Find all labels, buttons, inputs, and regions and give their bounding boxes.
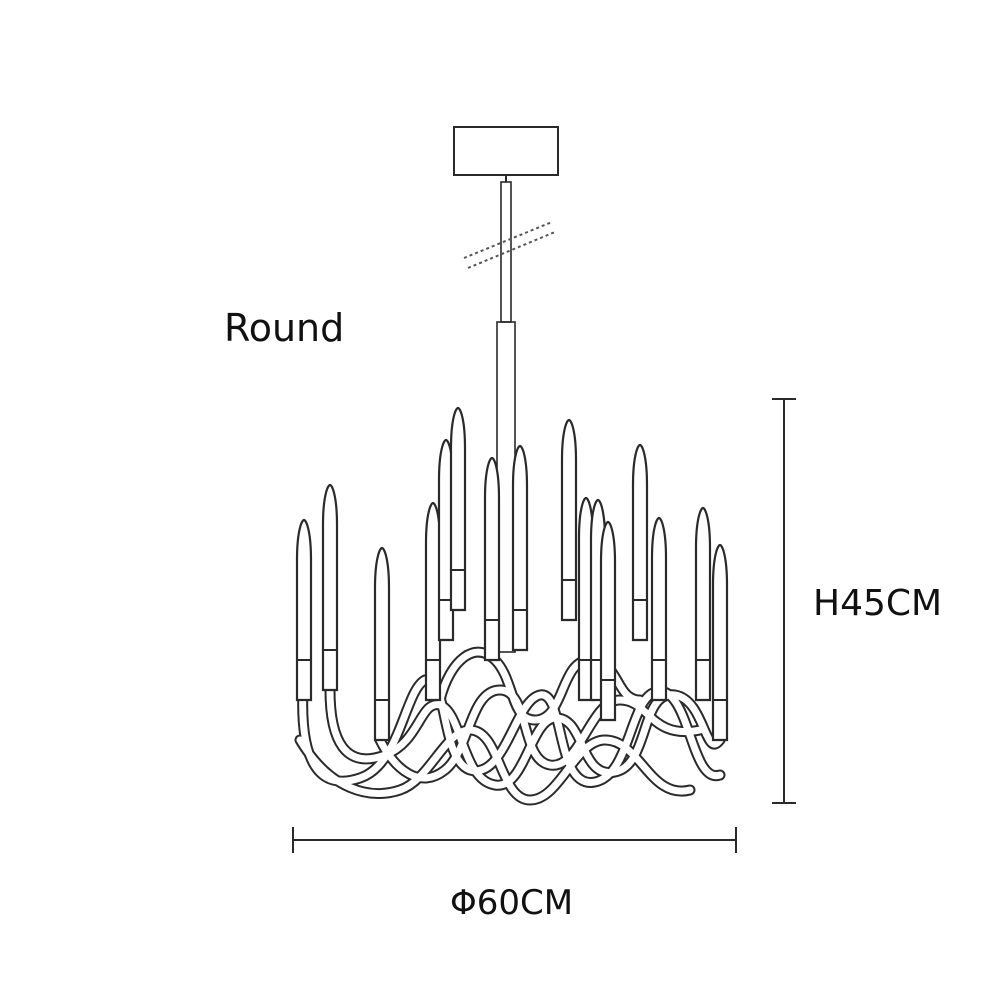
candle-tubes bbox=[295, 406, 729, 742]
shape-type-label: Round bbox=[224, 306, 345, 350]
candle-tube bbox=[650, 516, 668, 702]
candle-tube bbox=[483, 456, 501, 662]
candle-tube bbox=[321, 483, 339, 692]
diameter-dimension-line bbox=[292, 827, 737, 853]
candle-tube bbox=[511, 444, 529, 652]
arm-curve-inner bbox=[376, 686, 704, 782]
candle-tube bbox=[599, 520, 617, 722]
arm-curve-inner bbox=[296, 726, 694, 804]
candle-tube bbox=[711, 543, 729, 742]
candle-tube bbox=[295, 518, 313, 702]
candle-tube bbox=[694, 506, 712, 702]
height-label: H45CM bbox=[813, 583, 943, 624]
candle-tube bbox=[631, 443, 649, 642]
ceiling-canopy bbox=[453, 126, 559, 176]
rod-break-marks bbox=[463, 221, 556, 269]
candle-tube bbox=[449, 406, 467, 612]
candle-tube bbox=[560, 418, 578, 622]
height-dimension-line bbox=[772, 398, 796, 804]
diameter-label: Φ60CM bbox=[450, 883, 574, 923]
candle-tube bbox=[373, 546, 391, 742]
